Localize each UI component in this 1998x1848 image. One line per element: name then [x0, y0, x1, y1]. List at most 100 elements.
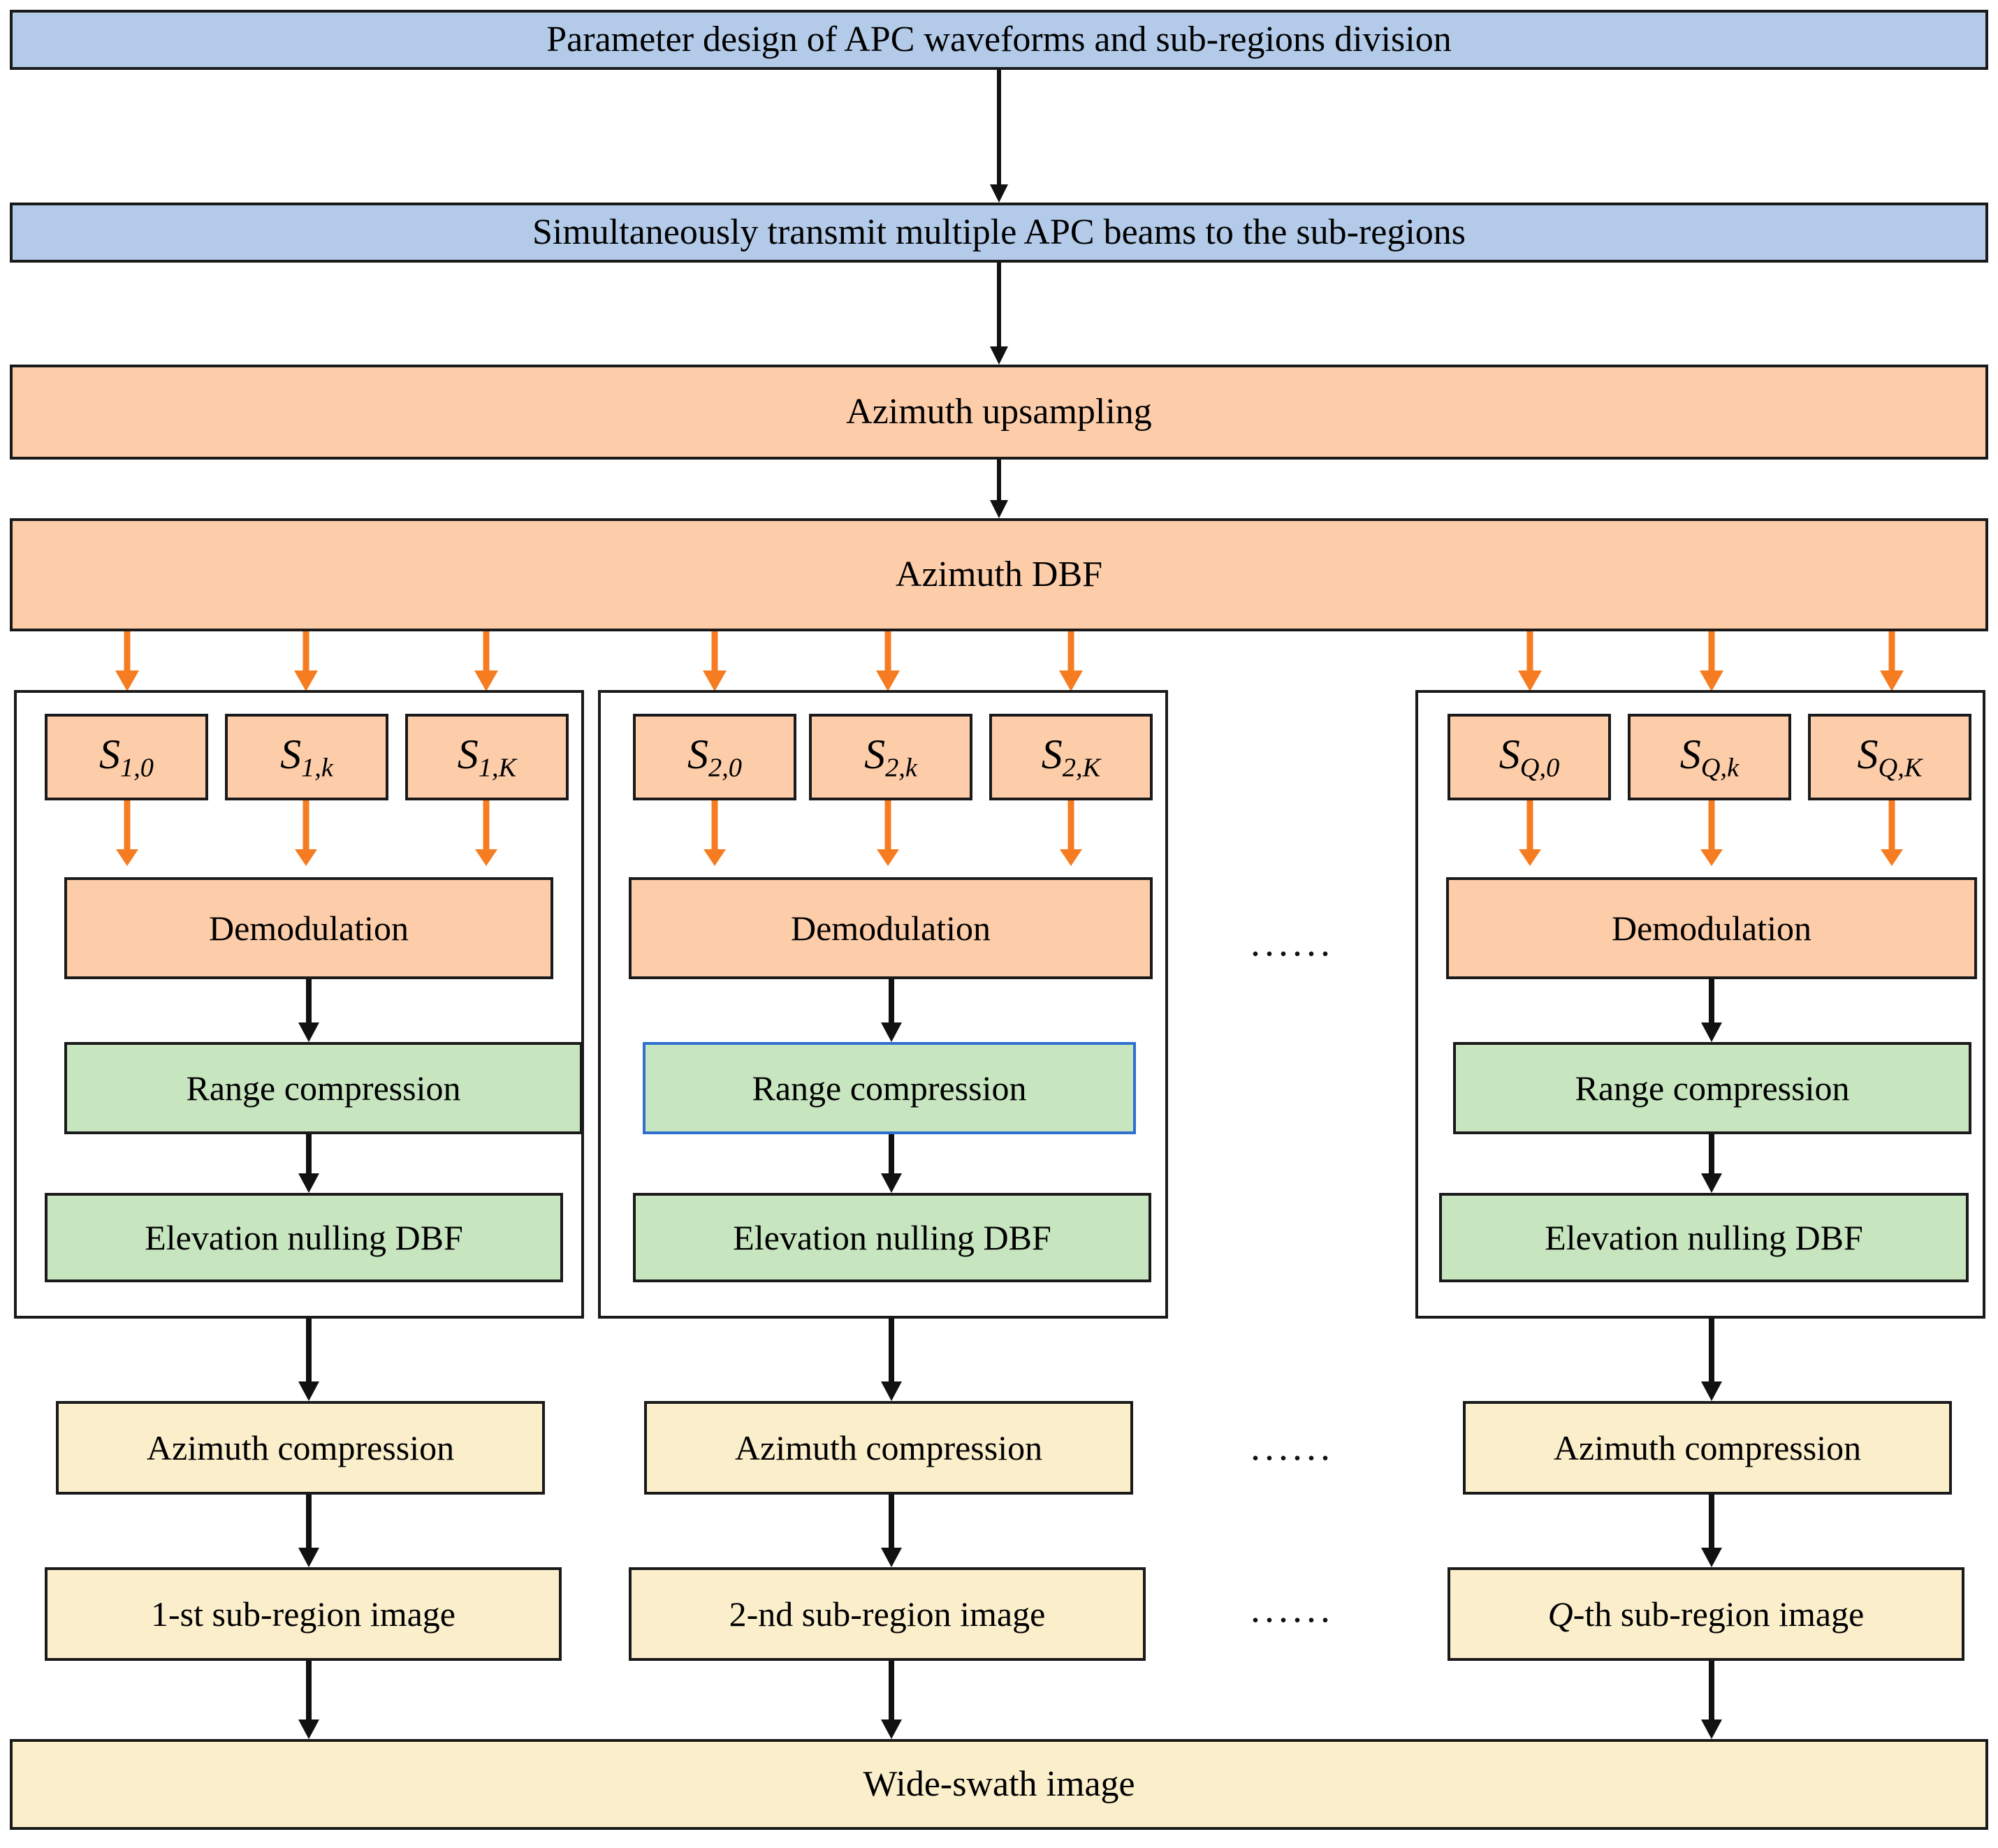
arrow-dbf-to-signal-1-0 — [115, 631, 140, 691]
range-compression-box-column-1: Range compression — [64, 1042, 583, 1134]
signal-label-2-0: S2,0 — [687, 731, 742, 783]
stage-transmit-beams-label: Simultaneously transmit multiple APC bea… — [532, 212, 1466, 252]
demodulation-label-column-q: Demodulation — [1611, 908, 1812, 948]
ellipsis-between-sub-region-images: ...... — [1250, 1587, 1334, 1631]
arrow-group-q-to-azimuth-compression — [1699, 1319, 1724, 1401]
stage-parameter-design-label: Parameter design of APC waveforms and su… — [546, 19, 1452, 59]
arrow-signal-q-0-to-demod — [1517, 800, 1543, 866]
azimuth-compression-box-column-2: Azimuth compression — [644, 1401, 1133, 1495]
stage-azimuth-dbf: Azimuth DBF — [10, 518, 1988, 631]
arrow-group-2-to-azimuth-compression — [879, 1319, 904, 1401]
arrow-dbf-to-signal-2-K — [1058, 631, 1084, 691]
range-compression-label-column-1: Range compression — [186, 1068, 461, 1108]
stage-parameter-design: Parameter design of APC waveforms and su… — [10, 10, 1988, 70]
signal-label-q-0: SQ,0 — [1498, 731, 1560, 783]
elevation-nulling-label-column-1: Elevation nulling DBF — [145, 1217, 463, 1257]
arrow-signal-2-k-to-demod — [875, 800, 900, 866]
signal-box-2-K: S2,K — [989, 714, 1153, 800]
arrow-azimuth-compression-to-image-column-2 — [879, 1495, 904, 1567]
range-compression-box-column-q: Range compression — [1453, 1042, 1971, 1134]
arrow-signal-q-k-to-demod — [1699, 800, 1724, 866]
arrow-demod-to-range-column-q — [1699, 979, 1724, 1042]
signal-label-2-K: S2,K — [1041, 731, 1101, 783]
demodulation-box-column-1: Demodulation — [64, 877, 553, 979]
azimuth-compression-label-column-q: Azimuth compression — [1553, 1428, 1862, 1467]
arrow-dbf-to-signal-q-k — [1699, 631, 1724, 691]
stage-azimuth-upsampling: Azimuth upsampling — [10, 365, 1988, 460]
elevation-nulling-box-column-2: Elevation nulling DBF — [633, 1193, 1151, 1282]
range-compression-box-column-2: Range compression — [643, 1042, 1136, 1134]
azimuth-compression-label-column-1: Azimuth compression — [146, 1428, 455, 1467]
arrow-demod-to-range-column-1 — [296, 979, 321, 1042]
arrow-image-q-to-wide-swath — [1699, 1661, 1724, 1739]
arrow-signal-1-0-to-demod — [115, 800, 140, 866]
demodulation-box-column-q: Demodulation — [1446, 877, 1977, 979]
arrow-demod-to-range-column-2 — [879, 979, 904, 1042]
elevation-nulling-label-column-q: Elevation nulling DBF — [1545, 1217, 1863, 1257]
signal-box-q-K: SQ,K — [1808, 714, 1971, 800]
demodulation-box-column-2: Demodulation — [629, 877, 1153, 979]
signal-box-2-0: S2,0 — [633, 714, 796, 800]
arrow-signal-2-0-to-demod — [702, 800, 727, 866]
arrow-upsampling-to-dbf — [989, 460, 1009, 518]
signal-label-2-k: S2,k — [864, 731, 917, 783]
demodulation-label-column-1: Demodulation — [208, 908, 409, 948]
signal-label-1-0: S1,0 — [99, 731, 154, 783]
ellipsis-between-groups-demodulation: ...... — [1250, 921, 1334, 965]
arrow-transmit-to-upsampling — [989, 263, 1009, 365]
sub-region-image-box-column-2: 2-nd sub-region image — [629, 1567, 1146, 1661]
signal-box-1-0: S1,0 — [45, 714, 208, 800]
arrow-dbf-to-signal-q-0 — [1517, 631, 1543, 691]
arrow-image-2-to-wide-swath — [879, 1661, 904, 1739]
signal-label-q-k: SQ,k — [1679, 731, 1740, 783]
arrow-signal-2-K-to-demod — [1058, 800, 1084, 866]
arrow-design-to-transmit — [989, 70, 1009, 203]
sub-region-image-label-column-q: Q-th sub-region image — [1548, 1596, 1865, 1633]
group-container-column-1 — [14, 690, 584, 1319]
sub-region-image-suffix-q: -th sub-region image — [1573, 1594, 1865, 1634]
elevation-nulling-box-column-1: Elevation nulling DBF — [45, 1193, 563, 1282]
range-compression-label-column-q: Range compression — [1575, 1068, 1850, 1108]
arrow-range-to-elevation-column-q — [1699, 1134, 1724, 1193]
group-container-column-q — [1415, 690, 1985, 1319]
ellipsis-text-3: ...... — [1250, 1587, 1334, 1631]
azimuth-compression-label-column-2: Azimuth compression — [734, 1428, 1043, 1467]
range-compression-label-column-2: Range compression — [752, 1068, 1027, 1108]
signal-box-1-K: S1,K — [405, 714, 569, 800]
arrow-dbf-to-signal-q-K — [1879, 631, 1904, 691]
sub-region-image-box-column-q: Q-th sub-region image — [1448, 1567, 1964, 1661]
stage-azimuth-upsampling-label: Azimuth upsampling — [846, 391, 1152, 432]
signal-box-q-0: SQ,0 — [1448, 714, 1611, 800]
elevation-nulling-box-column-q: Elevation nulling DBF — [1439, 1193, 1969, 1282]
elevation-nulling-label-column-2: Elevation nulling DBF — [733, 1217, 1051, 1257]
arrow-signal-q-K-to-demod — [1879, 800, 1904, 866]
arrow-azimuth-compression-to-image-column-q — [1699, 1495, 1724, 1567]
signal-label-1-k: S1,k — [280, 731, 333, 783]
signal-label-q-K: SQ,K — [1857, 731, 1923, 783]
ellipsis-between-azimuth-compression: ...... — [1250, 1425, 1334, 1469]
signal-box-1-k: S1,k — [225, 714, 388, 800]
ellipsis-text-1: ...... — [1250, 921, 1334, 965]
signal-box-2-k: S2,k — [809, 714, 972, 800]
arrow-group-1-to-azimuth-compression — [296, 1319, 321, 1401]
ellipsis-text-2: ...... — [1250, 1425, 1334, 1469]
azimuth-compression-box-column-q: Azimuth compression — [1463, 1401, 1952, 1495]
demodulation-label-column-2: Demodulation — [790, 908, 991, 948]
arrow-signal-1-k-to-demod — [293, 800, 319, 866]
sub-region-image-label-column-2: 2-nd sub-region image — [729, 1594, 1046, 1634]
arrow-azimuth-compression-to-image-column-1 — [296, 1495, 321, 1567]
stage-transmit-beams: Simultaneously transmit multiple APC bea… — [10, 203, 1988, 263]
arrow-image-1-to-wide-swath — [296, 1661, 321, 1739]
arrow-signal-1-K-to-demod — [474, 800, 499, 866]
arrow-range-to-elevation-column-2 — [879, 1134, 904, 1193]
signal-label-1-K: S1,K — [457, 731, 517, 783]
sub-region-image-box-column-1: 1-st sub-region image — [45, 1567, 562, 1661]
arrow-range-to-elevation-column-1 — [296, 1134, 321, 1193]
signal-box-q-k: SQ,k — [1628, 714, 1791, 800]
group-container-column-2 — [598, 690, 1168, 1319]
arrow-dbf-to-signal-1-K — [474, 631, 499, 691]
stage-wide-swath-image: Wide-swath image — [10, 1739, 1988, 1830]
stage-wide-swath-image-label: Wide-swath image — [863, 1763, 1135, 1804]
arrow-dbf-to-signal-1-k — [293, 631, 319, 691]
